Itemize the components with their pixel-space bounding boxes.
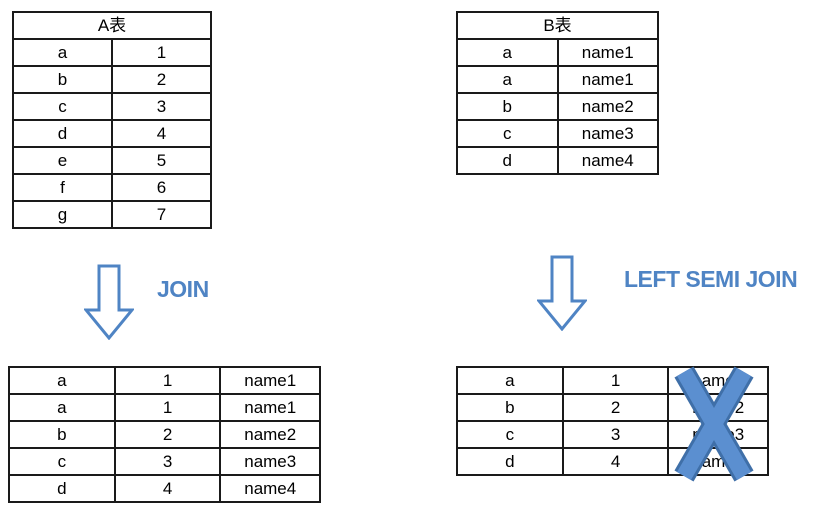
table-cell: 2 bbox=[561, 393, 670, 422]
table-a-title-row: A表 bbox=[12, 11, 212, 40]
table-cell: a bbox=[456, 65, 559, 94]
table-cell: f bbox=[12, 173, 113, 202]
table-cell: e bbox=[12, 146, 113, 175]
table-cell: c bbox=[456, 119, 559, 148]
table-cell: 3 bbox=[561, 420, 670, 449]
table-cell: name4 bbox=[556, 146, 659, 175]
table-b-title: B表 bbox=[456, 11, 659, 40]
join-label: JOIN bbox=[157, 276, 209, 302]
table-cell: 6 bbox=[111, 173, 212, 202]
table-cell: b bbox=[456, 393, 564, 422]
table-cell: d bbox=[456, 447, 564, 476]
table-cell: c bbox=[12, 92, 113, 121]
table-cell: c bbox=[456, 420, 564, 449]
left-semi-join-label: LEFT SEMI JOIN bbox=[624, 266, 798, 292]
table-cell: 1 bbox=[561, 366, 670, 395]
table-cell: 4 bbox=[111, 119, 212, 148]
table-cell: 1 bbox=[113, 393, 222, 422]
table-cell: 4 bbox=[113, 474, 222, 503]
table-cell: name1 bbox=[556, 65, 659, 94]
table-cell: 5 bbox=[111, 146, 212, 175]
table-cell: name3 bbox=[219, 447, 321, 476]
table-b-title-row: B表 bbox=[456, 11, 659, 40]
table-cell: a bbox=[456, 38, 559, 67]
table-cell: name1 bbox=[556, 38, 659, 67]
table-cell: b bbox=[12, 65, 113, 94]
table-cell: 7 bbox=[111, 200, 212, 229]
table-cell: c bbox=[8, 447, 116, 476]
table-a-title: A表 bbox=[12, 11, 212, 40]
table-cell: b bbox=[8, 420, 116, 449]
table-cell: a bbox=[8, 393, 116, 422]
table-cell: d bbox=[12, 119, 113, 148]
table-cell: 1 bbox=[111, 38, 212, 67]
table-cell: 3 bbox=[111, 92, 212, 121]
table-cell: name4 bbox=[219, 474, 321, 503]
table-cell: a bbox=[12, 38, 113, 67]
table-cell: b bbox=[456, 92, 559, 121]
table-cell: name1 bbox=[219, 366, 321, 395]
table-cell: d bbox=[8, 474, 116, 503]
table-cell: a bbox=[456, 366, 564, 395]
cross-mark-icon bbox=[674, 366, 754, 482]
table-cell: name1 bbox=[219, 393, 321, 422]
down-arrow-icon bbox=[537, 255, 587, 331]
table-cell: name2 bbox=[556, 92, 659, 121]
table-cell: d bbox=[456, 146, 559, 175]
table-cell: name2 bbox=[219, 420, 321, 449]
table-cell: 4 bbox=[561, 447, 670, 476]
down-arrow-icon bbox=[84, 264, 134, 340]
table-cell: 1 bbox=[113, 366, 222, 395]
table-cell: g bbox=[12, 200, 113, 229]
table-cell: a bbox=[8, 366, 116, 395]
table-cell: 2 bbox=[111, 65, 212, 94]
table-cell: name3 bbox=[556, 119, 659, 148]
table-cell: 2 bbox=[113, 420, 222, 449]
table-cell: 3 bbox=[113, 447, 222, 476]
